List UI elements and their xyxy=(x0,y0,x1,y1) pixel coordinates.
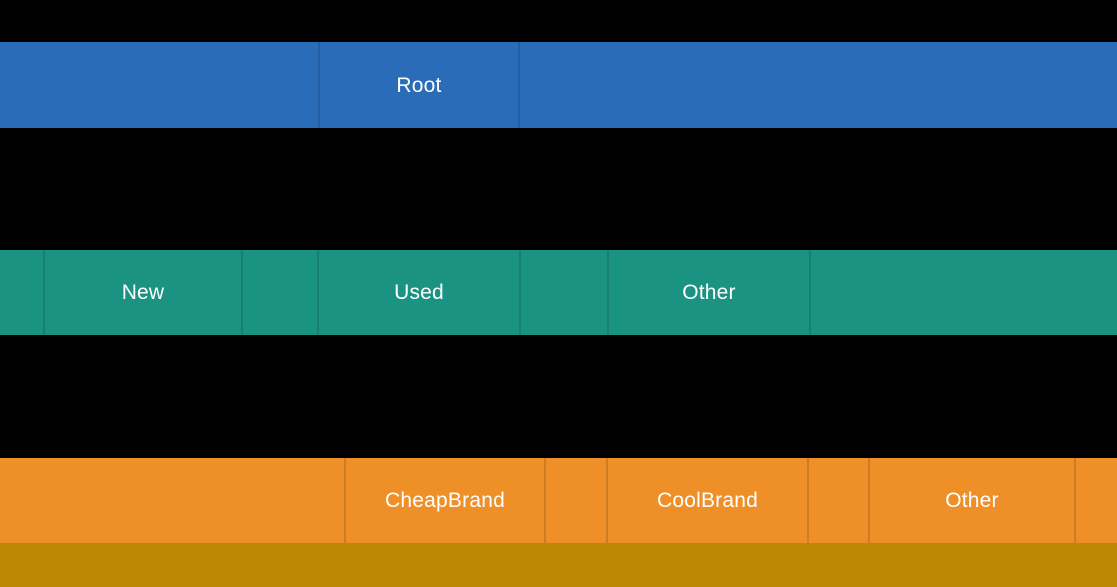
chart-node-label: Other xyxy=(682,281,736,304)
chart-node-unlabeled[interactable] xyxy=(0,458,345,543)
chart-node-coolbrand[interactable]: CoolBrand xyxy=(607,458,808,543)
chart-node-other[interactable]: Other xyxy=(608,250,810,335)
chart-node-unlabeled[interactable] xyxy=(0,543,1117,587)
chart-node-unlabeled[interactable] xyxy=(520,250,608,335)
chart-node-other[interactable]: Other xyxy=(869,458,1075,543)
chart-node-unlabeled[interactable] xyxy=(242,250,318,335)
chart-level-brand-level: CheapBrand CoolBrand Other xyxy=(0,458,1117,543)
chart-node-unlabeled[interactable] xyxy=(0,250,44,335)
chart-node-label: Used xyxy=(394,281,444,304)
chart-node-unlabeled[interactable] xyxy=(0,42,319,128)
chart-node-unlabeled[interactable] xyxy=(519,42,1117,128)
chart-node-cheapbrand[interactable]: CheapBrand xyxy=(345,458,545,543)
chart-node-unlabeled[interactable] xyxy=(808,458,869,543)
chart-level-condition-level: New Used Other xyxy=(0,250,1117,335)
chart-level-tail-level xyxy=(0,543,1117,587)
chart-node-used[interactable]: Used xyxy=(318,250,520,335)
chart-node-label: Root xyxy=(396,73,442,97)
chart-level-root-level: Root xyxy=(0,42,1117,128)
chart-node-new[interactable]: New xyxy=(44,250,242,335)
chart-node-label: CoolBrand xyxy=(656,489,759,512)
chart-node-label: CheapBrand xyxy=(385,489,505,512)
chart-node-label: New xyxy=(121,281,165,304)
chart-node-unlabeled[interactable] xyxy=(810,250,1117,335)
chart-node-label: Other xyxy=(945,489,999,512)
chart-node-unlabeled[interactable] xyxy=(1075,458,1117,543)
chart-node-unlabeled[interactable] xyxy=(545,458,607,543)
chart-node-root[interactable]: Root xyxy=(319,42,519,128)
